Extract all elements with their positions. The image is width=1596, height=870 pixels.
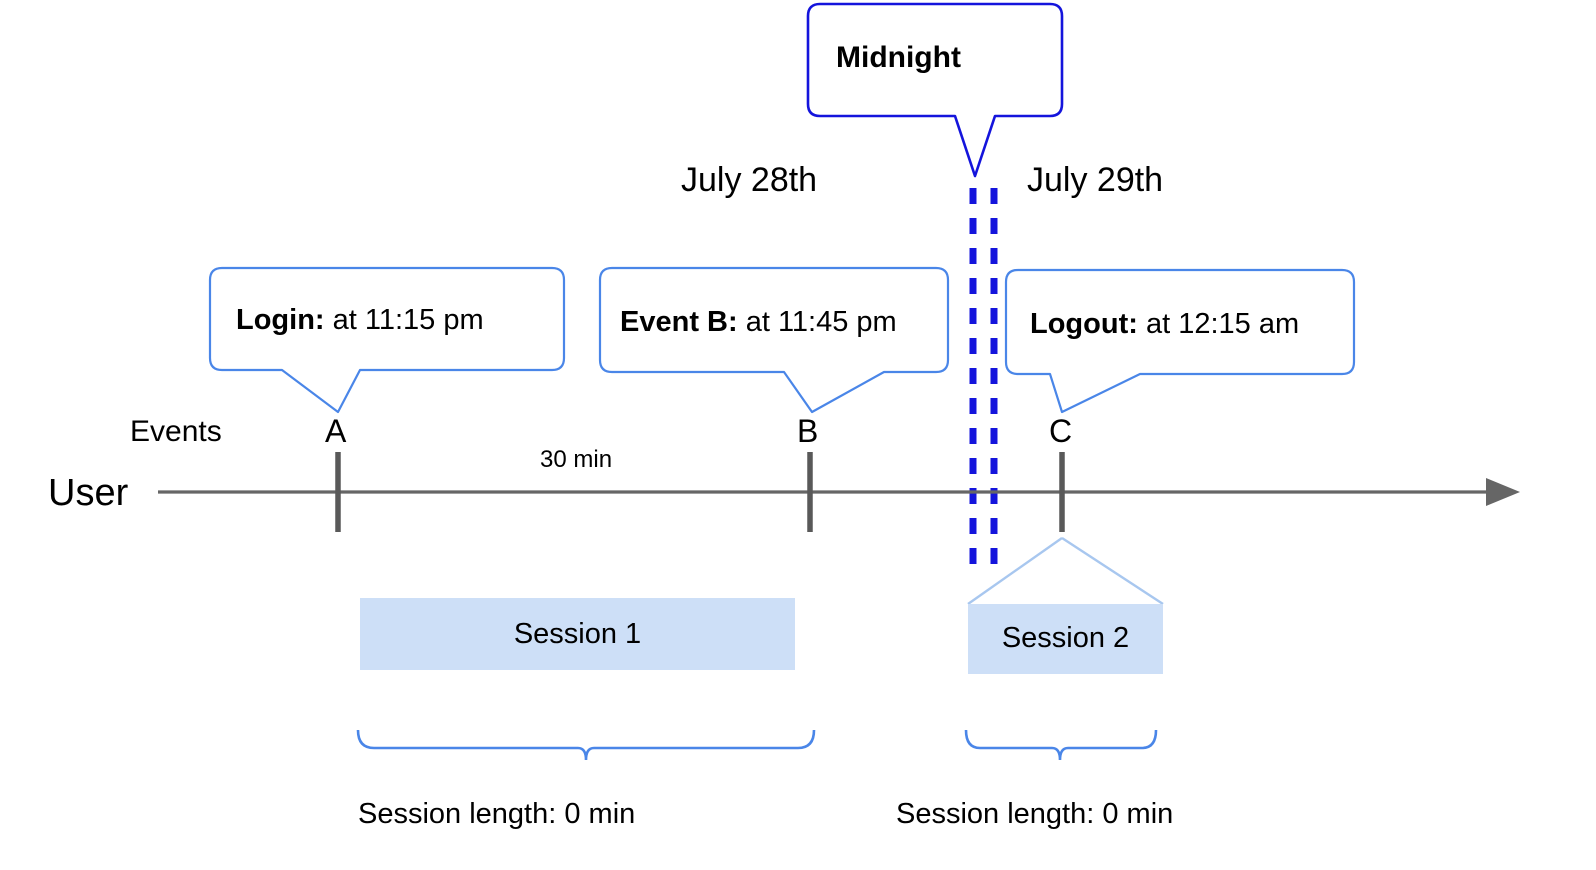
session-1-block xyxy=(360,598,795,670)
user-row-label: User xyxy=(48,472,129,514)
session-2-length-label: Session length: 0 min xyxy=(896,798,1174,830)
session-1-label: Session 1 xyxy=(513,618,642,650)
session-2-block xyxy=(968,604,1163,674)
date-label-july-29: July 29th xyxy=(1027,161,1164,199)
logout-callout-bold: Logout: xyxy=(1030,308,1138,340)
session-2-brace xyxy=(964,729,1158,761)
eventb-callout-text: Event B: at 11:45 pm xyxy=(620,308,897,337)
tick-label-c: C xyxy=(1049,413,1073,449)
date-label-july-28: July 28th xyxy=(681,161,818,199)
logout-callout-rest: at 12:15 am xyxy=(1137,308,1300,340)
session-2-label: Session 2 xyxy=(1001,622,1130,654)
events-row-label: Events xyxy=(130,415,222,448)
logout-callout-shape xyxy=(1004,268,1356,414)
session-2-leader-left xyxy=(967,537,1063,605)
session-2-leader-right xyxy=(1061,536,1164,606)
login-callout-text: Login: at 11:15 pm xyxy=(236,306,484,335)
midnight-label: Midnight xyxy=(836,41,961,74)
login-callout-shape xyxy=(208,266,566,414)
timeline-arrowhead xyxy=(1486,478,1520,506)
eventb-callout-shape xyxy=(598,266,950,414)
session-1-brace xyxy=(356,729,816,761)
midnight-callout-shape xyxy=(806,2,1064,178)
tick-label-b: B xyxy=(797,413,819,449)
login-callout-bold: Login: xyxy=(236,304,325,336)
login-callout-rest: at 11:15 pm xyxy=(324,304,484,336)
gap-duration-label: 30 min xyxy=(540,446,613,473)
tick-label-a: A xyxy=(325,413,347,449)
eventb-callout-bold: Event B: xyxy=(620,306,738,338)
eventb-callout-rest: at 11:45 pm xyxy=(737,306,897,338)
session-1-length-label: Session length: 0 min xyxy=(358,798,636,830)
logout-callout-text: Logout: at 12:15 am xyxy=(1030,310,1299,339)
